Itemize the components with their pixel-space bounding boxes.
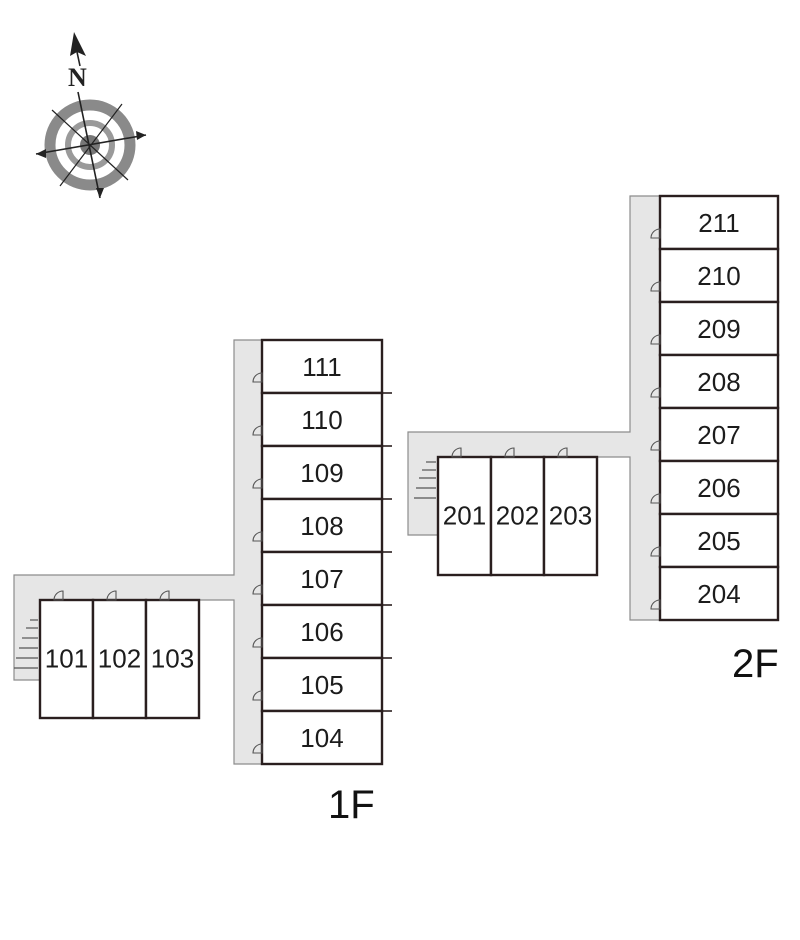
- room-109: 109: [260, 444, 384, 501]
- room-outline: [38, 598, 95, 720]
- room-number: 209: [697, 314, 740, 344]
- door-icon: [650, 228, 661, 239]
- room-201: 201: [436, 455, 493, 577]
- room-105: 105: [260, 656, 384, 713]
- room-outline: [260, 391, 384, 448]
- room-207: 207: [658, 406, 780, 463]
- floor-2-stairs-icon: [414, 461, 436, 499]
- door-icon: [650, 493, 661, 504]
- door-icon: [650, 281, 661, 292]
- door-icon: [159, 590, 170, 601]
- door-icon: [252, 425, 263, 436]
- door-icon: [252, 372, 263, 383]
- room-number: 110: [301, 405, 342, 435]
- room-202: 202: [489, 455, 546, 577]
- room-outline: [542, 455, 599, 577]
- compass-rose-icon: N: [35, 32, 147, 199]
- room-number: 104: [300, 723, 343, 753]
- room-102: 102: [91, 598, 148, 720]
- room-208: 208: [658, 353, 780, 410]
- room-number: 206: [697, 473, 740, 503]
- room-number: 106: [300, 617, 343, 647]
- room-101: 101: [38, 598, 95, 720]
- door-icon: [252, 690, 263, 701]
- room-number: 102: [98, 644, 141, 674]
- room-107: 107: [260, 550, 384, 607]
- room-205: 205: [658, 512, 780, 569]
- room-111: 111: [260, 338, 384, 395]
- room-number: 108: [300, 511, 343, 541]
- room-number: 109: [300, 458, 343, 488]
- north-label: N: [68, 63, 87, 92]
- room-103: 103: [144, 598, 201, 720]
- door-icon: [53, 590, 64, 601]
- room-outline: [144, 598, 201, 720]
- room-number: 201: [443, 501, 486, 531]
- room-outline: [260, 338, 384, 395]
- room-number: 207: [697, 420, 740, 450]
- door-icon: [504, 447, 515, 458]
- door-icon: [252, 743, 263, 754]
- room-outline: [658, 247, 780, 304]
- room-209: 209: [658, 300, 780, 357]
- room-outline: [260, 550, 384, 607]
- room-number: 203: [549, 501, 592, 531]
- room-203: 203: [542, 455, 599, 577]
- room-number: 111: [302, 352, 342, 382]
- floor-1-label: 1F: [328, 783, 375, 827]
- room-110: 110: [260, 391, 384, 448]
- room-outline: [658, 300, 780, 357]
- room-number: 205: [697, 526, 740, 556]
- door-icon: [451, 447, 462, 458]
- room-outline: [260, 603, 384, 660]
- room-outline: [260, 709, 384, 766]
- door-icon: [650, 546, 661, 557]
- room-108: 108: [260, 497, 384, 554]
- floor-1-stairs-icon: [14, 619, 38, 669]
- room-outline: [658, 406, 780, 463]
- door-icon: [650, 599, 661, 610]
- room-number: 101: [45, 644, 88, 674]
- room-outline: [260, 444, 384, 501]
- room-outline: [658, 512, 780, 569]
- room-outline: [658, 565, 780, 622]
- door-icon: [650, 334, 661, 345]
- room-outline: [436, 455, 493, 577]
- door-icon: [252, 478, 263, 489]
- room-106: 106: [260, 603, 384, 660]
- door-icon: [252, 637, 263, 648]
- room-204: 204: [658, 565, 780, 622]
- room-number: 103: [151, 644, 194, 674]
- room-number: 105: [300, 670, 343, 700]
- door-icon: [252, 584, 263, 595]
- room-outline: [658, 353, 780, 410]
- room-number: 210: [697, 261, 740, 291]
- room-number: 211: [698, 208, 739, 238]
- room-number: 204: [697, 579, 740, 609]
- floor-2-label: 2F: [732, 642, 779, 686]
- room-outline: [658, 459, 780, 516]
- room-210: 210: [658, 247, 780, 304]
- north-arrow-icon: [70, 32, 86, 56]
- room-outline: [260, 656, 384, 713]
- room-number: 202: [496, 501, 539, 531]
- room-number: 107: [300, 564, 343, 594]
- room-211: 211: [658, 194, 780, 251]
- door-icon: [252, 531, 263, 542]
- door-icon: [106, 590, 117, 601]
- room-number: 208: [697, 367, 740, 397]
- door-icon: [650, 387, 661, 398]
- door-icon: [650, 440, 661, 451]
- room-104: 104: [260, 709, 384, 766]
- door-icon: [557, 447, 568, 458]
- room-206: 206: [658, 459, 780, 516]
